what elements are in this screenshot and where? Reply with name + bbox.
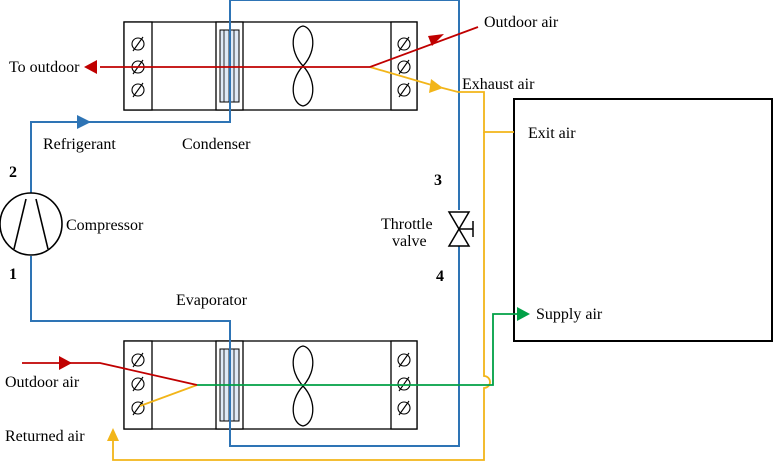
returned-air-arrow-icon (107, 428, 119, 441)
refrigerant-line-compressor-to-condenser (30, 0, 231, 193)
outdoor-air-path (22, 26, 479, 386)
condenser-damper-right (390, 21, 418, 111)
return-air-line (112, 132, 491, 461)
exhaust-air-label: Exhaust air (462, 76, 535, 93)
supply-air-label: Supply air (536, 306, 603, 323)
supply-air-arrow-icon (517, 307, 530, 321)
return-air-mixing-line (139, 384, 198, 407)
evaporator-damper-blades-left (131, 352, 145, 416)
refrigerant-arrow-icon (77, 115, 91, 129)
condenser-damper-left (123, 21, 153, 111)
condenser-fan-icon (292, 25, 314, 107)
throttle-label: Throttle (381, 216, 433, 233)
outdoor-air-bottom-line (22, 362, 198, 386)
exit-air-label: Exit air (528, 125, 576, 142)
to-outdoor-label: To outdoor (9, 59, 80, 76)
evaporator-damper-left (123, 340, 153, 430)
compressor-icon (0, 192, 63, 256)
outdoor-air-top-arrow-icon (428, 34, 444, 46)
evaporator-label: Evaporator (176, 292, 248, 309)
to-outdoor-arrow-icon (84, 60, 97, 74)
evaporator-damper-blades-right (397, 352, 411, 416)
throttle-valve-icon (447, 210, 474, 247)
condenser-casing (123, 21, 418, 111)
exhaust-return-air-path (112, 66, 514, 461)
exhaust-mix-line (369, 66, 436, 87)
exhaust-arrow-icon (429, 79, 443, 93)
outdoor-air-top-line (369, 26, 479, 68)
refrigerant-label: Refrigerant (43, 136, 116, 153)
valve-label: valve (392, 233, 427, 250)
returned-air-label: Returned air (5, 428, 85, 445)
outdoor-air-top-label: Outdoor air (484, 14, 559, 31)
outdoor-air-bottom-arrow-icon (59, 356, 72, 370)
state-point-1: 1 (9, 266, 17, 283)
condenser-damper-blades-right (397, 36, 411, 98)
refrigerant-line-condenser-to-evaporator (30, 0, 460, 447)
condenser-label: Condenser (182, 136, 251, 153)
state-point-4: 4 (436, 268, 444, 285)
exhaust-air-line (434, 85, 514, 133)
compressor-label: Compressor (66, 217, 144, 234)
refrigerant-loop (30, 0, 460, 447)
state-point-3: 3 (434, 172, 442, 189)
outdoor-air-bottom-label: Outdoor air (5, 374, 80, 391)
state-point-2: 2 (9, 164, 17, 181)
evaporator-fan-icon (292, 345, 314, 427)
room-box (513, 98, 773, 342)
supply-air-line (197, 313, 519, 386)
